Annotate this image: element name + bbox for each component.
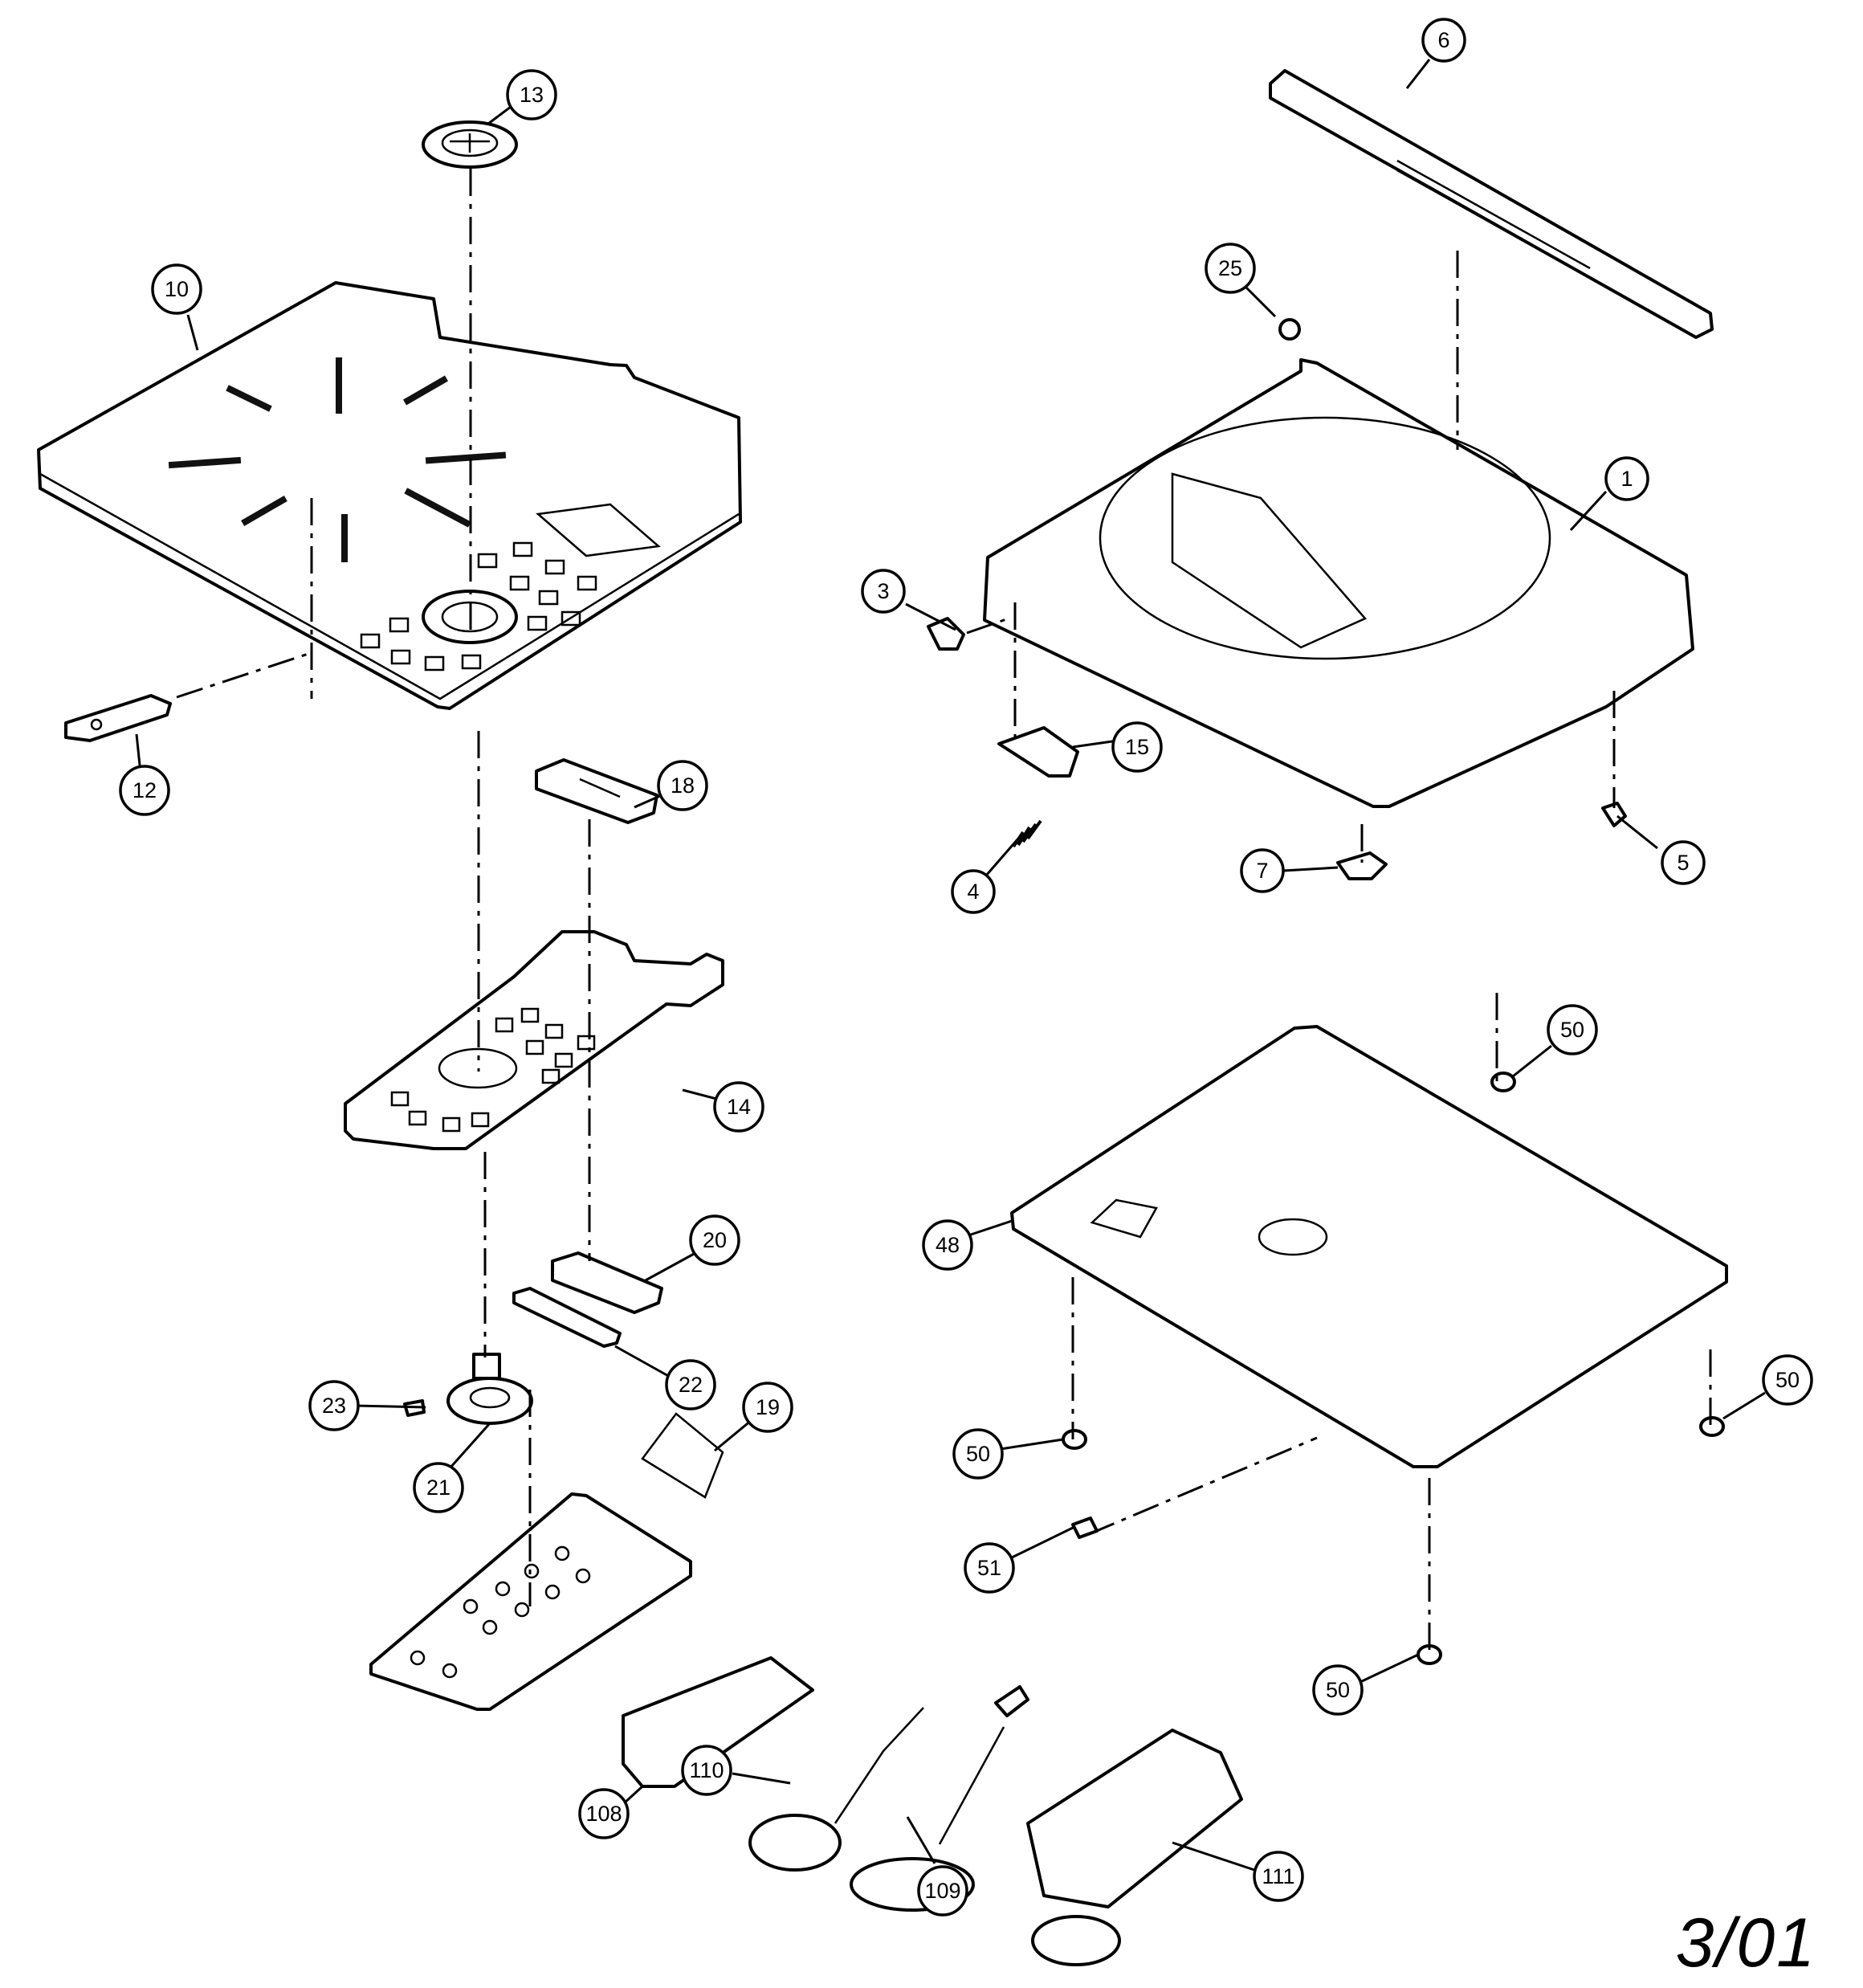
callout-5: 5	[1661, 840, 1706, 885]
svg-text:48: 48	[936, 1233, 960, 1257]
svg-text:109: 109	[924, 1879, 960, 1903]
callout-12: 12	[119, 765, 170, 816]
svg-text:20: 20	[703, 1228, 727, 1252]
part-speaker	[422, 120, 518, 169]
callout-19: 19	[742, 1382, 793, 1433]
callout-4: 4	[951, 869, 996, 914]
svg-text:21: 21	[426, 1476, 450, 1500]
page-reference: 3/01	[1675, 1904, 1816, 1982]
assembly-axes	[176, 169, 1712, 1655]
svg-text:25: 25	[1218, 256, 1242, 280]
svg-text:10: 10	[165, 277, 189, 301]
part-top-cover	[37, 281, 742, 710]
callouts: 1 3 4 5 6 7 10 12 13 14 15 18 19 20 21 2…	[119, 18, 1813, 1917]
part-hinge-right	[1601, 802, 1627, 827]
svg-text:15: 15	[1125, 735, 1149, 759]
part-strip	[512, 1287, 622, 1348]
svg-text:13: 13	[520, 83, 544, 107]
callout-50: 50	[1547, 1004, 1598, 1055]
part-foot	[1062, 1072, 1725, 1665]
callout-3: 3	[861, 569, 906, 614]
svg-text:12: 12	[132, 778, 157, 802]
callout-111: 111	[1253, 1851, 1304, 1902]
callout-18: 18	[657, 760, 708, 811]
svg-text:4: 4	[967, 880, 979, 904]
svg-text:22: 22	[679, 1373, 703, 1397]
part-spring	[1012, 819, 1042, 848]
part-lock-arm	[997, 726, 1079, 778]
svg-text:50: 50	[1775, 1368, 1800, 1392]
svg-text:19: 19	[756, 1395, 780, 1419]
svg-text:1: 1	[1620, 467, 1633, 491]
part-hinge-bottom	[1336, 851, 1388, 880]
svg-text:7: 7	[1256, 859, 1268, 883]
callout-13: 13	[506, 69, 557, 120]
callout-51: 51	[964, 1542, 1015, 1594]
svg-text:108: 108	[585, 1802, 622, 1826]
callout-50: 50	[1762, 1354, 1813, 1406]
svg-text:3: 3	[877, 579, 889, 603]
callout-14: 14	[713, 1081, 764, 1133]
svg-text:5: 5	[1677, 851, 1689, 875]
callout-50: 50	[1312, 1664, 1364, 1716]
svg-text:6: 6	[1437, 28, 1449, 52]
callout-23: 23	[308, 1380, 360, 1431]
svg-text:50: 50	[1326, 1678, 1350, 1702]
callout-108: 108	[578, 1788, 630, 1839]
callout-1: 1	[1604, 456, 1649, 501]
part-pad-top	[535, 758, 658, 824]
part-rubber-pad	[1071, 1517, 1099, 1539]
callout-15: 15	[1111, 721, 1163, 773]
svg-text:110: 110	[689, 1758, 724, 1782]
svg-text:18: 18	[671, 774, 695, 798]
part-power-cord	[850, 1685, 1029, 1912]
callout-48: 48	[922, 1219, 973, 1271]
callout-109: 109	[917, 1865, 968, 1917]
part-rotary-switch	[446, 1353, 533, 1425]
svg-text:14: 14	[727, 1095, 751, 1119]
leader-lines	[135, 59, 1766, 1872]
part-av-cable	[748, 1707, 924, 1872]
callout-25: 25	[1205, 243, 1256, 294]
part-ac-adapter	[1026, 1729, 1243, 1966]
callout-20: 20	[689, 1214, 740, 1266]
svg-text:111: 111	[1262, 1864, 1294, 1888]
part-pad-bottom	[551, 1251, 663, 1314]
svg-text:51: 51	[977, 1556, 1001, 1580]
svg-text:50: 50	[1560, 1018, 1584, 1042]
callout-22: 22	[665, 1359, 716, 1410]
callout-7: 7	[1240, 848, 1285, 893]
part-front-bezel	[1269, 69, 1714, 339]
part-clip	[403, 1399, 426, 1417]
part-key-frame	[344, 930, 724, 1150]
callout-110: 110	[681, 1745, 732, 1796]
part-chassis	[983, 358, 1694, 808]
callout-50: 50	[952, 1428, 1004, 1480]
svg-text:50: 50	[966, 1442, 990, 1466]
callout-21: 21	[413, 1462, 464, 1513]
part-ferrite	[1278, 318, 1301, 341]
part-remote-control	[622, 1656, 814, 1788]
part-bracket	[64, 694, 172, 742]
part-pcb	[369, 1412, 724, 1711]
callout-6: 6	[1421, 18, 1466, 63]
part-latch	[927, 617, 965, 651]
callout-10: 10	[151, 263, 202, 315]
svg-text:23: 23	[322, 1394, 346, 1418]
part-bottom-case	[1010, 1025, 1728, 1468]
